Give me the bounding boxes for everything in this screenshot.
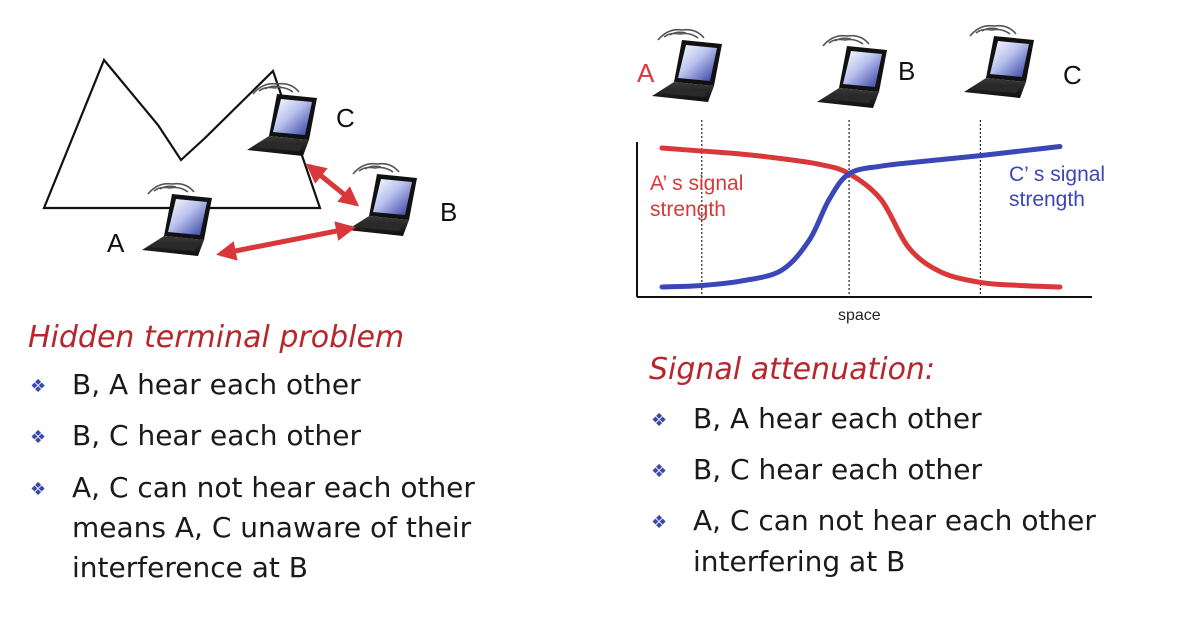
node-label-b: B — [440, 197, 457, 227]
hidden-terminal-bullets: ❖ B, A hear each other ❖ B, C hear each … — [30, 368, 475, 584]
diamond-bullet-icon: ❖ — [30, 427, 46, 448]
link-a-b-arrow — [216, 221, 356, 261]
bullet-line: B, C hear each other — [693, 453, 983, 486]
bullet-line: interference at B — [72, 551, 308, 584]
list-item: ❖ B, A hear each other — [651, 402, 982, 435]
diamond-bullet-icon: ❖ — [30, 376, 46, 397]
list-item: ❖ A, C can not hear each other interferi… — [651, 504, 1096, 578]
diamond-bullet-icon: ❖ — [651, 410, 667, 431]
bullet-line: A, C can not hear each other — [72, 471, 475, 504]
laptop-b-icon — [346, 162, 418, 237]
laptop-c-icon — [963, 24, 1035, 99]
c-signal-strength-line — [659, 144, 1063, 290]
signal-attenuation-figure: A B C space A’ s signal strength C’ s si… — [636, 24, 1105, 324]
signal-strength-chart: space A’ s signal strength C’ s signal s… — [636, 120, 1105, 324]
hidden-terminal-diagram: C B A — [42, 57, 457, 261]
x-axis-label: space — [838, 307, 881, 324]
hidden-terminal-title: Hidden terminal problem — [28, 320, 404, 355]
c-signal-annotation-line-1: C’ s signal — [1009, 163, 1105, 186]
list-item: ❖ B, A hear each other — [30, 368, 361, 401]
node-label-a: A — [637, 58, 655, 88]
list-item: ❖ B, C hear each other — [30, 419, 362, 452]
signal-attenuation-title: Signal attenuation: — [649, 352, 935, 387]
node-label-c: C — [336, 103, 355, 133]
node-label-a: A — [107, 228, 125, 258]
list-item: ❖ A, C can not hear each other means A, … — [30, 471, 475, 584]
diamond-bullet-icon: ❖ — [30, 479, 46, 500]
laptop-a-icon — [651, 28, 723, 103]
bullet-line: B, A hear each other — [693, 402, 982, 435]
a-signal-annotation-line-1: A’ s signal — [650, 172, 743, 195]
node-label-c: C — [1063, 60, 1082, 90]
signal-attenuation-bullets: ❖ B, A hear each other ❖ B, C hear each … — [651, 402, 1096, 578]
bullet-line: B, A hear each other — [72, 368, 361, 401]
chart-series-group — [659, 144, 1063, 290]
node-label-b: B — [898, 56, 915, 86]
bullet-line: A, C can not hear each other — [693, 504, 1096, 537]
list-item: ❖ B, C hear each other — [651, 453, 983, 486]
bullet-line: means A, C unaware of their — [72, 511, 472, 544]
a-signal-strength-line — [659, 145, 1063, 290]
diamond-bullet-icon: ❖ — [651, 461, 667, 482]
diamond-bullet-icon: ❖ — [651, 512, 667, 533]
bullet-line: B, C hear each other — [72, 419, 362, 452]
c-signal-annotation-line-2: strength — [1009, 188, 1085, 211]
a-signal-annotation-line-2: strength — [650, 198, 726, 221]
bullet-line: interfering at B — [693, 545, 905, 578]
laptop-b-icon — [816, 34, 888, 109]
link-c-b-arrow — [305, 163, 360, 207]
